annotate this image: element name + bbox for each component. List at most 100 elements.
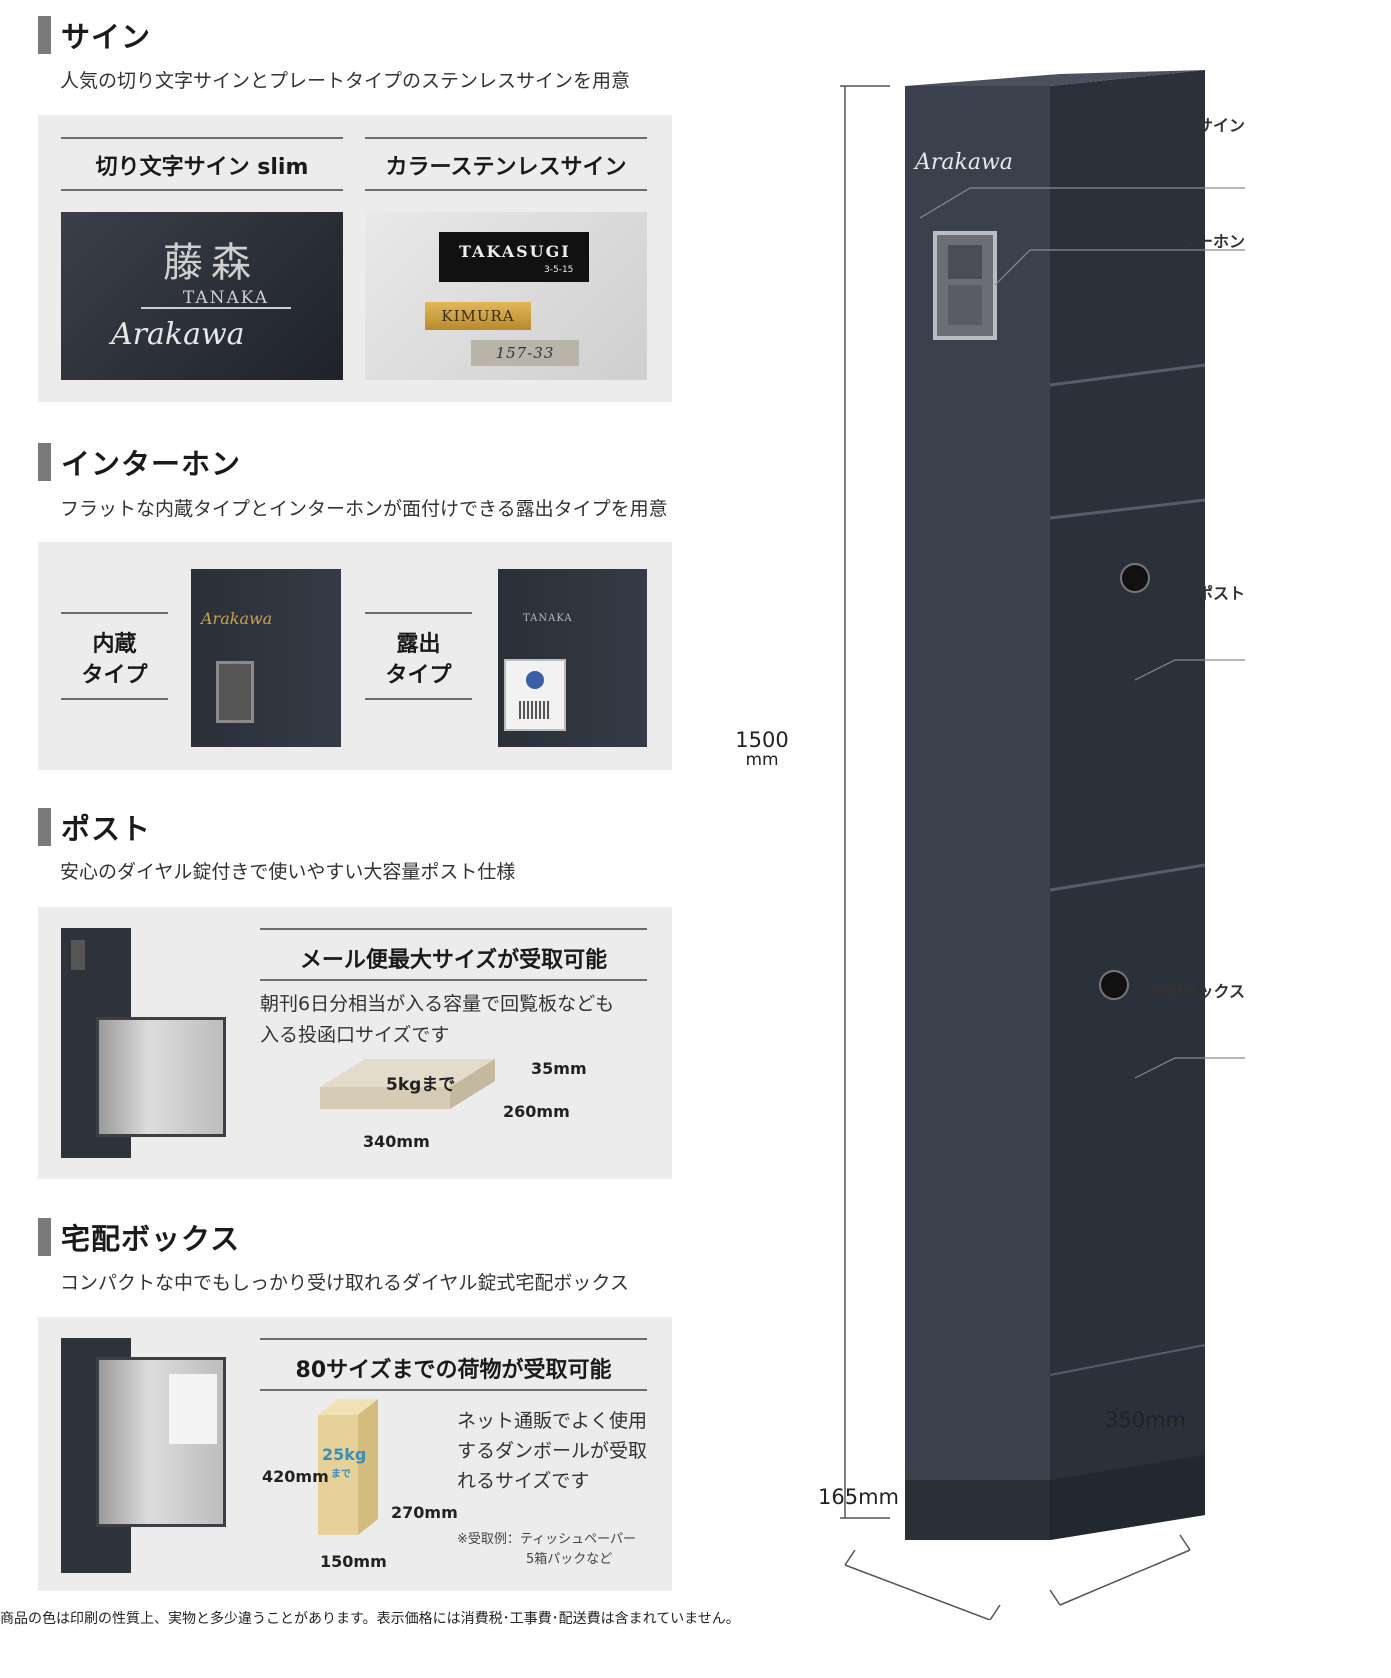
speaker-grille-icon	[519, 701, 551, 719]
post-section-title: ポスト	[38, 808, 151, 846]
depth-dimension-line	[1059, 1549, 1191, 1606]
divider	[61, 612, 168, 614]
exposed-name: TANAKA	[523, 613, 573, 624]
intercom-camera-icon	[948, 245, 982, 279]
divider	[365, 698, 472, 700]
callout-line-box	[1134, 1057, 1245, 1079]
post-open-door	[96, 1017, 226, 1137]
sign-panel: 切り文字サイン slim カラーステンレスサイン 藤森 TANAKA Araka…	[38, 115, 672, 402]
sign-roman: TANAKA	[182, 288, 270, 308]
delivery-note-1: ※受取例：ティッシュペーパー	[457, 1532, 636, 1547]
panel-seam	[1049, 498, 1206, 520]
dim-tick	[844, 1549, 856, 1566]
section-marker	[38, 808, 51, 846]
instruction-label	[169, 1374, 217, 1444]
callout-sign: サイン	[1196, 116, 1245, 135]
divider	[260, 928, 647, 930]
exposed-intercom-unit	[504, 659, 566, 731]
panel-seam	[1049, 363, 1206, 387]
product-script-logo: Arakawa	[915, 150, 1013, 175]
camera-icon	[526, 671, 544, 689]
callout-intercom: インターホン	[1148, 232, 1245, 251]
panel-seam	[1049, 1344, 1206, 1376]
post-panel: メール便最大サイズが受取可能 朝刊6日分相当が入る容量で回覧板なども 入る投函口…	[38, 907, 672, 1179]
width-dimension-line	[844, 1564, 991, 1620]
pillar-top	[905, 70, 1205, 86]
panel-seam	[1049, 863, 1206, 892]
delivery-body-2: するダンボールが受取	[457, 1440, 648, 1462]
divider	[61, 189, 343, 191]
pillar-base-side	[1050, 1455, 1205, 1540]
divider	[365, 189, 647, 191]
post-body-2: 入る投函口サイズです	[260, 1024, 450, 1046]
parcel-side	[450, 1059, 495, 1109]
width-label: 165mm	[818, 1485, 899, 1509]
post-dim-height: 35mm	[531, 1059, 587, 1078]
plate-takasugi: TAKASUGI 3-5-15	[439, 232, 589, 282]
callout-post: ポスト	[1196, 584, 1245, 603]
footer-disclaimer: 商品の色は印刷の性質上、実物と多少違うことがあります。表示価格には消費税･工事費…	[0, 1611, 740, 1627]
delivery-weight: 25kg	[322, 1445, 367, 1464]
intercom-section-title: インターホン	[38, 443, 241, 481]
sign-script: Arakawa	[111, 317, 245, 352]
delivery-note-2: 5箱パックなど	[526, 1552, 613, 1567]
intercom-title-text: インターホン	[61, 447, 242, 481]
delivery-body-1: ネット通販でよく使用	[457, 1410, 648, 1432]
divider	[61, 698, 168, 700]
delivery-heading: 80サイズまでの荷物が受取可能	[295, 1358, 612, 1383]
post-heading: メール便最大サイズが受取可能	[299, 948, 608, 973]
sign-section-title: サイン	[38, 16, 151, 54]
height-label: 1500 mm	[732, 730, 792, 771]
delivery-parcel-illustration	[318, 1399, 378, 1535]
divider	[61, 137, 343, 139]
delivery-dim-width: 150mm	[320, 1552, 387, 1571]
post-title-text: ポスト	[61, 812, 152, 846]
sign-title-text: サイン	[61, 20, 152, 54]
post-dim-width: 340mm	[363, 1132, 430, 1151]
intercom-subtitle: フラットな内蔵タイプとインターホンが面付けできる露出タイプを用意	[60, 498, 668, 520]
post-dim-depth: 260mm	[503, 1102, 570, 1121]
delivery-open-door	[96, 1357, 226, 1527]
post-weight: 5kgまで	[386, 1075, 456, 1095]
box-dial-lock-icon	[1099, 970, 1129, 1000]
delivery-section-title: 宅配ボックス	[38, 1218, 240, 1256]
builtin-intercom-photo: Arakawa	[191, 569, 341, 747]
parcel-front	[318, 1415, 358, 1535]
callout-line-sign	[919, 187, 1245, 219]
plate-number: 157-33	[471, 340, 579, 366]
intercom-speaker-icon	[948, 285, 982, 325]
pillar-base-front	[905, 1480, 1050, 1540]
sign-right-caption: カラーステンレスサイン	[385, 155, 627, 180]
parcel-top	[320, 1059, 495, 1087]
callout-line-post	[1134, 659, 1245, 681]
delivery-panel: 80サイズまでの荷物が受取可能 25kg まで 420mm 270mm 150m…	[38, 1317, 672, 1591]
post-dial-lock-icon	[1120, 563, 1150, 593]
post-subtitle: 安心のダイヤル錠付きで使いやすい大容量ポスト仕様	[60, 861, 516, 883]
dim-tick	[1049, 1589, 1061, 1606]
exposed-label-1: 露出	[396, 632, 441, 657]
section-marker	[38, 443, 51, 481]
divider	[365, 137, 647, 139]
height-unit: mm	[745, 750, 779, 770]
callout-box: 宅配ボックス	[1149, 982, 1245, 1001]
section-marker	[38, 1218, 51, 1256]
plate-takasugi-name: TAKASUGI	[459, 242, 571, 261]
callout-line-intercom	[994, 249, 1245, 286]
exposed-label-2: タイプ	[385, 663, 452, 688]
mail-parcel-illustration	[320, 1059, 495, 1109]
divider	[365, 612, 472, 614]
builtin-intercom-unit	[216, 661, 254, 723]
sign-left-caption: 切り文字サイン slim	[95, 155, 309, 180]
pillar-side	[1050, 70, 1205, 1540]
parcel-front	[320, 1087, 450, 1109]
delivery-body-3: れるサイズです	[457, 1470, 590, 1492]
post-photo-intercom	[71, 940, 85, 970]
sign-kanji: 藤森	[163, 240, 259, 286]
divider	[260, 1389, 647, 1391]
sign-subtitle: 人気の切り文字サインとプレートタイプのステンレスサインを用意	[60, 70, 631, 92]
pillar-front	[905, 86, 1050, 1540]
product-illustration	[840, 70, 1245, 1620]
builtin-label-1: 内蔵	[92, 632, 137, 657]
cutout-sign-photo: 藤森 TANAKA Arakawa	[61, 212, 343, 380]
delivery-weight-sub: まで	[331, 1469, 351, 1480]
